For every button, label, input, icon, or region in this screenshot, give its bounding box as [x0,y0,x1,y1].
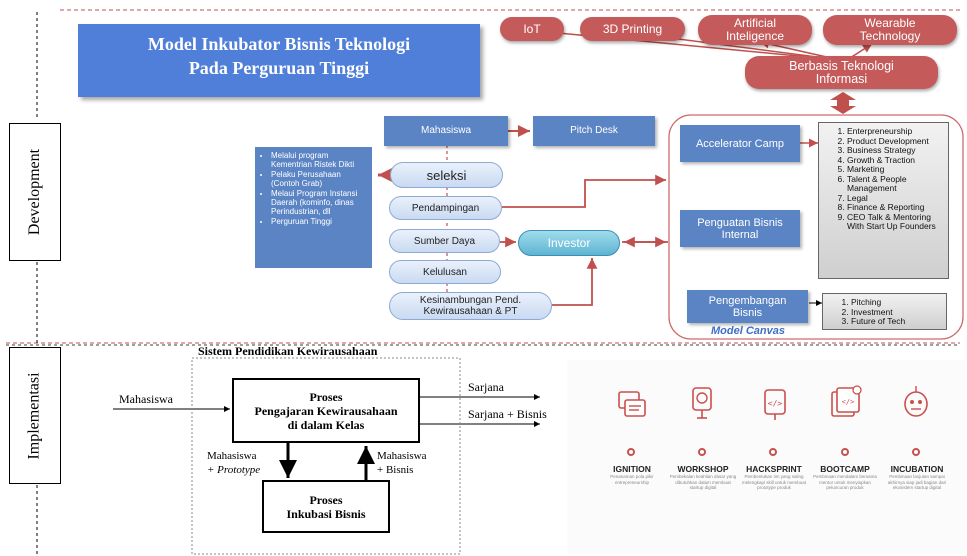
list-item: Melalui program Kementrian Ristek Dikti [271,151,368,169]
input-label: Mahasiswa [119,392,173,406]
list-item: Future of Tech [851,316,942,327]
list-item: Legal [847,193,944,204]
tech-base-pill: Berbasis Teknologi Informasi [745,56,938,89]
left-flow-label: Mahasiswa + Prototype [207,450,261,476]
list-item: Pelaku Perusahaan (Contoh Grab) [271,170,368,188]
investor-node: Investor [518,230,620,256]
pitching-list: Pitching Investment Future of Tech [822,293,947,330]
tech-pill-ai: Artificial Inteligence [698,15,812,45]
list-item: Perguruan Tinggi [271,217,368,226]
list-item: Pitching [851,297,942,308]
output-sarjana: Sarjana [468,380,504,394]
list-item: CEO Talk & Mentoring With Start Up Found… [847,212,944,232]
stage-bootcamp: BOOTCAMP Pembinaan mendalam bersama ment… [813,464,877,490]
checked-code-icon: </> [831,385,862,417]
timeline-dot [769,448,777,456]
svg-text:</>: </> [842,398,855,406]
list-item: Investment [851,307,942,318]
pendampingan-step: Pendampingan [389,196,502,220]
svg-text:</>: </> [768,399,783,408]
page-title: Model Inkubator Bisnis Teknologi Pada Pe… [78,24,480,97]
seleksi-step: seleksi [390,162,503,188]
kelulusan-step: Kelulusan [389,260,501,284]
list-item: Finance & Reporting [847,202,944,213]
stages-panel: </> </> IGNITION Penanaman pola pikir en… [567,360,965,554]
sumber-daya-step: Sumber Daya [389,229,500,253]
timeline-dot [841,448,849,456]
tech-pill-3d-printing: 3D Printing [580,17,685,41]
robot-icon [904,386,928,417]
accelerator-camp-box: Accelerator Camp [680,125,800,162]
proses-pengajaran-box: Proses Pengajaran Kewirausahaan di dalam… [232,378,420,443]
documents-icon [618,391,646,417]
proses-inkubasi-box: Proses Inkubasi Bisnis [262,480,390,533]
idea-bulb-icon [692,387,712,419]
code-device-icon: </> [764,389,786,420]
system-title: Sistem Pendidikan Kewirausahaan [198,344,378,358]
right-flow-label: Mahasiswa + Bisnis [377,450,427,476]
stage-incubation: INCUBATION Pembinaan lanjutan sampai akh… [887,464,947,490]
pitch-desk-box: Pitch Desk [533,116,655,146]
curriculum-list: Enterpreneurship Product Development Bus… [818,122,949,279]
timeline-dot [698,448,706,456]
stage-workshop: WORKSHOP Pembekalan keahlian dasar yang … [669,464,737,490]
tech-pill-wearable: Wearable Technology [823,15,957,45]
sources-list: Melalui program Kementrian Ristek Dikti … [255,147,372,268]
stage-hacksprint: HACKSPRINT Pembentukan tim yang saling m… [741,464,807,490]
stage-ignition: IGNITION Penanaman pola pikir entreprene… [610,464,654,485]
list-item: Enterpreneurship [847,126,944,137]
section-label-implementasi: Implementasi [9,347,61,484]
penguatan-bisnis-box: Penguatan Bisnis Internal [680,210,800,247]
list-item: Growth & Traction [847,155,944,166]
model-canvas-label: Model Canvas [711,325,785,337]
list-item: Talent & People Management [847,174,944,194]
list-item: Business Strategy [847,145,944,156]
mahasiswa-box: Mahasiswa [384,116,508,146]
section-label-development: Development [9,123,61,261]
kesinambungan-step: Kesinambungan Pend. Kewirausahaan & PT [389,292,552,320]
pengembangan-bisnis-box: Pengembangan Bisnis [687,290,808,323]
timeline-dot [627,448,635,456]
output-sarjana-bisnis: Sarjana + Bisnis [468,407,547,421]
timeline-dot [912,448,920,456]
list-item: Product Development [847,136,944,147]
list-item: Marketing [847,164,944,175]
tech-pill-iot: IoT [500,17,564,41]
list-item: Melaui Program Instansi Daerah (kominfo,… [271,189,368,216]
